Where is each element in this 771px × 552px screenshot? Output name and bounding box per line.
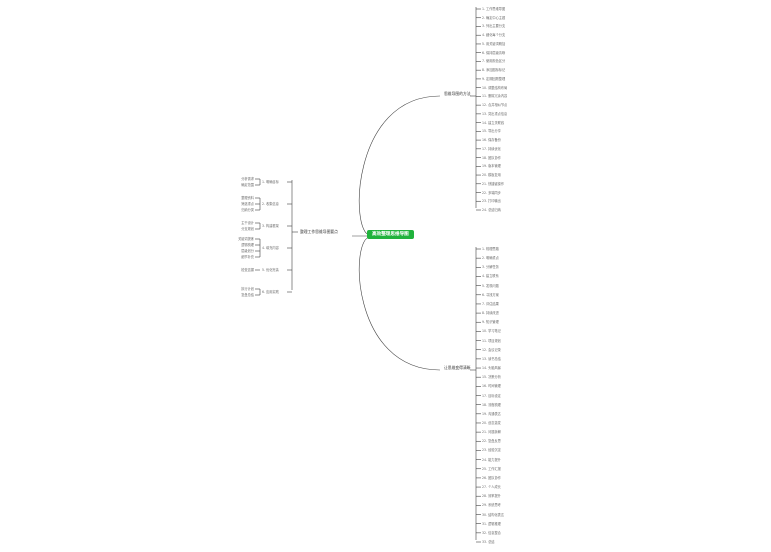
top-leaf[interactable]: 21. 快捷键操作 xyxy=(482,181,505,186)
bottom-leaf[interactable]: 26. 团队协作 xyxy=(482,475,501,480)
bottom-leaf[interactable]: 17. 目标设定 xyxy=(482,393,501,398)
bottom-leaf[interactable]: 23. 经验沉淀 xyxy=(482,448,501,453)
bottom-leaf[interactable]: 27. 个人成长 xyxy=(482,485,501,490)
branch-top[interactable]: 思维导图的方法 xyxy=(444,91,471,96)
left-leaf[interactable]: 归纳分类 xyxy=(241,208,254,212)
bottom-leaf[interactable]: 3. 分解任务 xyxy=(482,265,499,270)
left-leaf[interactable]: 细节补充 xyxy=(241,255,254,259)
bottom-leaf[interactable]: 24. 能力提升 xyxy=(482,457,501,462)
bottom-leaf[interactable]: 28. 效率提升 xyxy=(482,494,501,499)
left-group[interactable]: 5. 优化完善 xyxy=(262,268,279,272)
bottom-leaf[interactable]: 20. 创意激发 xyxy=(482,420,501,425)
bottom-leaf[interactable]: 22. 复盘反思 xyxy=(482,439,501,444)
bottom-leaf[interactable]: 12. 会议记录 xyxy=(482,347,501,352)
left-leaf[interactable]: 逻辑梳理 xyxy=(241,243,254,247)
top-leaf[interactable]: 4. 细化每个分支 xyxy=(482,33,506,38)
top-leaf[interactable]: 18. 团队协作 xyxy=(482,155,501,160)
top-leaf[interactable]: 16. 保存备份 xyxy=(482,138,501,143)
left-leaf[interactable]: 关键词提炼 xyxy=(238,237,254,241)
top-leaf[interactable]: 9. 定期回顾整理 xyxy=(482,76,506,81)
bottom-leaf[interactable]: 10. 学习笔记 xyxy=(482,329,501,334)
top-leaf[interactable]: 15. 导出分享 xyxy=(482,129,501,134)
left-leaf[interactable]: 主干设计 xyxy=(241,221,254,225)
top-leaf[interactable]: 22. 多端同步 xyxy=(482,190,501,195)
left-leaf[interactable]: 检查遗漏 xyxy=(241,268,254,272)
bottom-leaf[interactable]: 21. 问题拆解 xyxy=(482,430,501,435)
bottom-leaf[interactable]: 16. 时间管理 xyxy=(482,384,501,389)
left-leaf[interactable]: 筛选重点 xyxy=(241,202,254,206)
top-leaf[interactable]: 17. 持续优化 xyxy=(482,146,501,151)
bottom-leaf[interactable]: 13. 读书总结 xyxy=(482,356,501,361)
top-leaf[interactable]: 12. 合并相似节点 xyxy=(482,103,508,108)
branch-left[interactable]: 整理工作思维导图要点 xyxy=(300,229,338,234)
left-group[interactable]: 1. 明确目标 xyxy=(262,180,279,184)
bottom-leaf[interactable]: 19. 沟通表达 xyxy=(482,411,501,416)
bottom-leaf[interactable]: 8. 持续改进 xyxy=(482,311,499,316)
branch-bottom[interactable]: 让思维变得清晰 xyxy=(444,365,471,370)
bottom-leaf[interactable]: 9. 知识管理 xyxy=(482,320,499,325)
top-leaf[interactable]: 20. 模板复用 xyxy=(482,173,501,178)
bottom-leaf[interactable]: 5. 发现问题 xyxy=(482,283,499,288)
left-leaf[interactable]: 整理资料 xyxy=(241,196,254,200)
bottom-leaf[interactable]: 18. 流程梳理 xyxy=(482,402,501,407)
left-group[interactable]: 6. 应用实践 xyxy=(262,290,279,294)
bottom-leaf[interactable]: 7. 评估结果 xyxy=(482,301,499,306)
bottom-leaf[interactable]: 11. 项目规划 xyxy=(482,338,501,343)
root-node[interactable]: 高效整理思维导图 xyxy=(367,230,414,239)
top-leaf[interactable]: 6. 保持层级清晰 xyxy=(482,50,506,55)
bottom-leaf[interactable]: 33. 总结 xyxy=(482,540,495,544)
top-leaf[interactable]: 14. 建立关联线 xyxy=(482,120,505,125)
left-leaf[interactable]: 分支规划 xyxy=(241,227,254,231)
top-leaf[interactable]: 5. 用关键词概括 xyxy=(482,41,506,46)
left-group[interactable]: 4. 填充内容 xyxy=(262,246,279,250)
left-leaf[interactable]: 复盘总结 xyxy=(241,293,254,297)
bottom-leaf[interactable]: 2. 明确重点 xyxy=(482,256,499,261)
bottom-leaf[interactable]: 30. 结构化表达 xyxy=(482,512,505,517)
left-group[interactable]: 2. 收集信息 xyxy=(262,202,279,206)
left-leaf[interactable]: 层级划分 xyxy=(241,249,254,253)
top-leaf[interactable]: 10. 调整结构布局 xyxy=(482,85,508,90)
left-group[interactable]: 3. 构建框架 xyxy=(262,224,279,228)
top-leaf[interactable]: 8. 添加图标标记 xyxy=(482,68,506,73)
bottom-leaf[interactable]: 29. 系统思考 xyxy=(482,503,501,508)
top-leaf[interactable]: 7. 使用颜色区分 xyxy=(482,59,506,64)
left-leaf[interactable]: 分析需求 xyxy=(241,177,254,181)
left-leaf[interactable]: 执行计划 xyxy=(241,287,254,291)
bottom-leaf[interactable]: 31. 逻辑推理 xyxy=(482,521,501,526)
bottom-leaf[interactable]: 6. 寻找方案 xyxy=(482,292,499,297)
link-root-top xyxy=(358,95,441,236)
bottom-leaf[interactable]: 25. 工作汇报 xyxy=(482,466,501,471)
bottom-leaf[interactable]: 1. 梳理思路 xyxy=(482,247,499,251)
top-leaf[interactable]: 2. 确定中心主题 xyxy=(482,15,506,20)
left-leaf[interactable]: 确定范围 xyxy=(241,183,254,187)
top-leaf[interactable]: 3. 列出主要分支 xyxy=(482,24,506,29)
top-leaf[interactable]: 1. 工作思维导图 xyxy=(482,7,506,11)
bottom-leaf[interactable]: 14. 头脑风暴 xyxy=(482,366,501,371)
top-leaf[interactable]: 19. 版本管理 xyxy=(482,164,501,169)
bottom-leaf[interactable]: 32. 信息整合 xyxy=(482,530,501,535)
top-leaf[interactable]: 13. 突出重点信息 xyxy=(482,111,508,116)
top-leaf[interactable]: 23. 打印输出 xyxy=(482,199,501,204)
link-root-bottom xyxy=(358,236,441,371)
top-leaf[interactable]: 11. 删除冗余内容 xyxy=(482,94,508,99)
top-leaf[interactable]: 24. 总结归纳 xyxy=(482,208,501,212)
bottom-leaf[interactable]: 4. 建立联系 xyxy=(482,274,499,279)
bottom-leaf[interactable]: 15. 决策分析 xyxy=(482,375,501,380)
